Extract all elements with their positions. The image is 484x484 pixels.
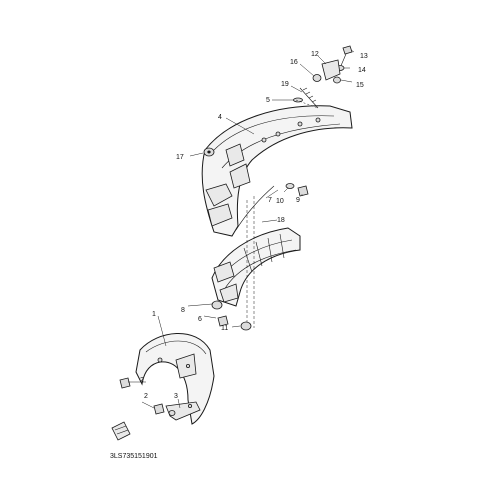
callout-18: 18: [277, 217, 285, 224]
callout-6: 6: [198, 316, 202, 323]
callout-16: 16: [290, 59, 298, 66]
callout-8: 8: [181, 307, 185, 314]
callout-9: 9: [296, 197, 300, 204]
callout-5: 5: [266, 97, 270, 104]
callout-2: 2: [140, 377, 144, 384]
reflector-part: [111, 421, 131, 441]
assembly-lines: [246, 99, 319, 328]
leader-lines: [128, 49, 355, 409]
callout-3: 3: [174, 393, 178, 400]
callout-7: 7: [268, 197, 272, 204]
callout-17: 17: [176, 154, 184, 161]
callout-11: 11: [221, 325, 228, 332]
drawing-code: 3LS735151901: [110, 453, 158, 460]
callout-2: 2: [144, 393, 148, 400]
callout-4: 4: [218, 114, 222, 121]
callout-19: 19: [281, 81, 289, 88]
callout-15: 15: [356, 82, 364, 89]
callout-1: 1: [152, 311, 156, 318]
inner-fender: [211, 227, 301, 307]
callout-14: 14: [358, 67, 366, 74]
callout-12: 12: [311, 51, 319, 58]
callouts: 1 2 2 3 4 5 6 7 8 9 10 11 12 13 14 15 16…: [140, 51, 368, 400]
callout-10: 10: [276, 198, 284, 205]
front-fender: [135, 333, 215, 425]
hardware: [119, 45, 353, 416]
rear-fender: [201, 105, 353, 237]
callout-13: 13: [360, 53, 368, 60]
